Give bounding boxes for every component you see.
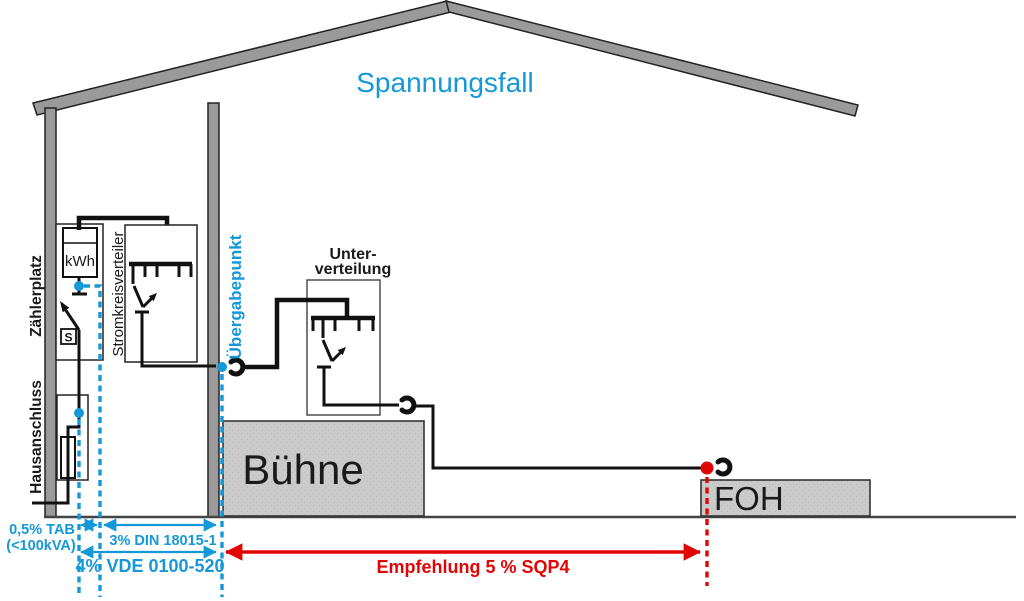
dimension-tab-label-line2: (<100kVA) [6, 538, 76, 554]
sub-switch-blade [321, 339, 334, 362]
sub-switch-arrow-icon [337, 347, 346, 356]
handover-label: Übergabepunkt [226, 234, 245, 359]
circuit-board-label: Stromkreisverteiler [110, 231, 127, 356]
circuit-switch-blade [132, 285, 145, 308]
foh-label: FOH [714, 480, 784, 517]
sls-marker-box [60, 328, 77, 345]
roof-right-slope [444, 0, 859, 117]
dimension-din-label: 3% DIN 18015-1 [109, 533, 216, 549]
circuit-switch-arrow-shaft [141, 296, 154, 309]
foh-connection-dot [700, 461, 714, 475]
service-fuse [60, 436, 76, 479]
stage-connector-icon [399, 395, 417, 415]
sub-output-cable [322, 367, 399, 407]
sub-board-label-line2: verteilung [315, 261, 391, 278]
circuit-output-cable [140, 312, 216, 368]
stage-block [222, 420, 425, 517]
main-switch-arrow-icon [60, 301, 70, 313]
service-connection-dot [74, 408, 84, 418]
sub-switch-arrow-shaft [330, 350, 343, 363]
handover-connector-icon [228, 357, 246, 377]
dimension-recommendation-label: Empfehlung 5 % SQP4 [376, 557, 569, 577]
stage-label: Bühne [242, 446, 363, 493]
left-wall [44, 107, 57, 518]
foh-cable [415, 404, 702, 470]
service-label: Hausanschluss [28, 380, 45, 494]
interior-wall [207, 102, 220, 518]
reference-line-meter [84, 284, 102, 597]
sub-board-label-line1: Unter- [329, 246, 376, 263]
meter-area-label: Zählerplatz [28, 255, 45, 337]
service-cable [32, 330, 81, 505]
circuit-switch-arrow-icon [148, 293, 157, 302]
kwh-meter-label: kWh [65, 253, 95, 270]
meter-connection-dot [74, 281, 84, 291]
foh-block [700, 479, 871, 517]
diagram-title: Spannungsfall [356, 67, 533, 98]
sub-distribution-box [306, 279, 381, 416]
dimension-vde-label: 4% VDE 0100-520 [75, 556, 224, 576]
sub-distribution-feed [244, 297, 350, 370]
foh-connector-icon [715, 457, 733, 477]
dimension-tab-label-line1: 0,5% TAB [9, 522, 75, 538]
handover-connection-dot [217, 362, 227, 372]
sls-marker-label: S [64, 331, 72, 345]
main-switch-blade [63, 308, 81, 331]
